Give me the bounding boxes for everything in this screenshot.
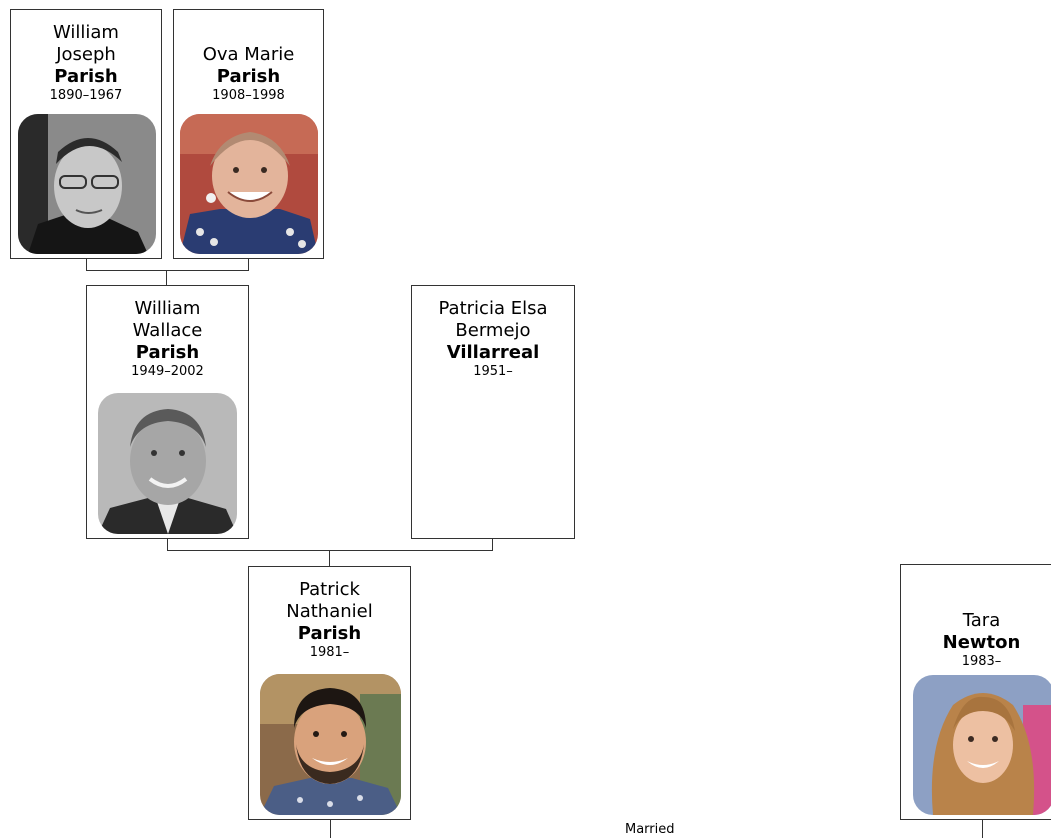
surname: Parish <box>54 66 118 87</box>
connector-line <box>329 550 330 566</box>
connector-line <box>166 270 167 285</box>
person-card-william-wallace-parish[interactable]: William Wallace Parish 1949–2002 <box>86 285 249 539</box>
person-card-ova-marie-parish[interactable]: Ova Marie Parish 1908–1998 <box>173 9 324 259</box>
life-dates: 1983– <box>961 654 1002 669</box>
given-name: Tara <box>962 610 1001 631</box>
life-dates: 1908–1998 <box>212 88 285 103</box>
connector-line <box>982 820 983 838</box>
connector-line <box>167 550 493 551</box>
person-card-patrick-parish[interactable]: Patrick Nathaniel Parish 1981– <box>248 566 411 820</box>
connector-line <box>248 259 249 270</box>
portrait-photo <box>18 114 156 254</box>
portrait-photo <box>180 114 318 254</box>
connector-line <box>86 270 249 271</box>
surname: Parish <box>297 623 362 644</box>
surname: Parish <box>216 66 281 87</box>
surname: Parish <box>135 342 200 363</box>
surname: Villarreal <box>446 342 540 363</box>
marriage-label: Married <box>625 822 675 837</box>
given-name: Patricia Elsa Bermejo <box>438 298 548 341</box>
portrait-photo <box>98 393 237 534</box>
given-name: Patrick Nathaniel <box>286 579 373 622</box>
given-name: William Wallace <box>132 298 203 341</box>
connector-line <box>167 539 168 550</box>
portrait-photo <box>913 675 1051 815</box>
life-dates: 1951– <box>473 364 513 379</box>
given-name: William Joseph <box>53 22 119 65</box>
person-card-william-joseph-parish[interactable]: William Joseph Parish 1890–1967 <box>10 9 162 259</box>
life-dates: 1890–1967 <box>49 88 123 103</box>
portrait-photo <box>260 674 401 815</box>
connector-line <box>492 539 493 550</box>
life-dates: 1949–2002 <box>131 364 204 379</box>
person-card-patricia-villarreal[interactable]: Patricia Elsa Bermejo Villarreal 1951– <box>411 285 575 539</box>
person-card-tara-newton[interactable]: Tara Newton 1983– <box>900 564 1051 820</box>
given-name: Ova Marie <box>202 44 295 65</box>
connector-line <box>86 259 87 270</box>
connector-line <box>330 820 331 838</box>
life-dates: 1981– <box>309 645 350 660</box>
surname: Newton <box>942 632 1021 653</box>
